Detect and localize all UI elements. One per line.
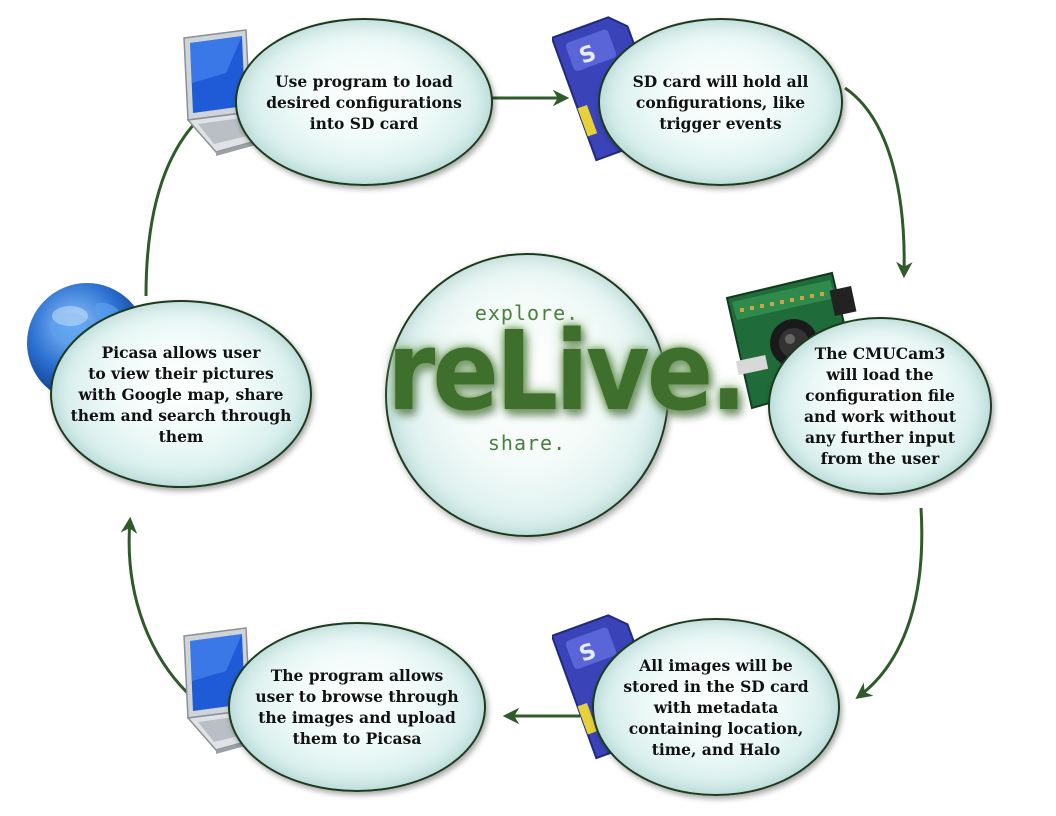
relive-logo: explore. reLive. share.: [385, 253, 747, 537]
arrow-browse-to-picasa: [120, 516, 196, 702]
node-program-browse-text: The program allows user to browse throug…: [255, 666, 459, 748]
node-sd-hold: SD card will hold all configurations, li…: [598, 18, 843, 186]
node-cmucam: The CMUCam3 will load the configuration …: [768, 317, 992, 495]
node-program-browse: The program allows user to browse throug…: [228, 622, 486, 792]
node-images-stored: All images will be stored in the SD card…: [592, 618, 840, 796]
logo-wordmark: reLive.: [387, 308, 747, 436]
logo-tagline-share: share.: [487, 431, 567, 455]
node-images-stored-text: All images will be stored in the SD card…: [623, 655, 809, 759]
node-picasa: Picasa allows user to view their picture…: [50, 300, 312, 488]
node-program-load-text: Use program to load desired configuratio…: [266, 71, 462, 133]
node-sd-hold-text: SD card will hold all configurations, li…: [632, 71, 809, 133]
arrow-cam-to-images: [855, 507, 924, 699]
node-program-load: Use program to load desired configuratio…: [235, 18, 493, 186]
logo-tagline-explore: explore.: [474, 301, 580, 325]
node-cmucam-text: The CMUCam3 will load the configuration …: [804, 344, 956, 468]
arrow-sd-to-cam: [844, 86, 913, 279]
node-picasa-text: Picasa allows user to view their picture…: [70, 342, 292, 446]
